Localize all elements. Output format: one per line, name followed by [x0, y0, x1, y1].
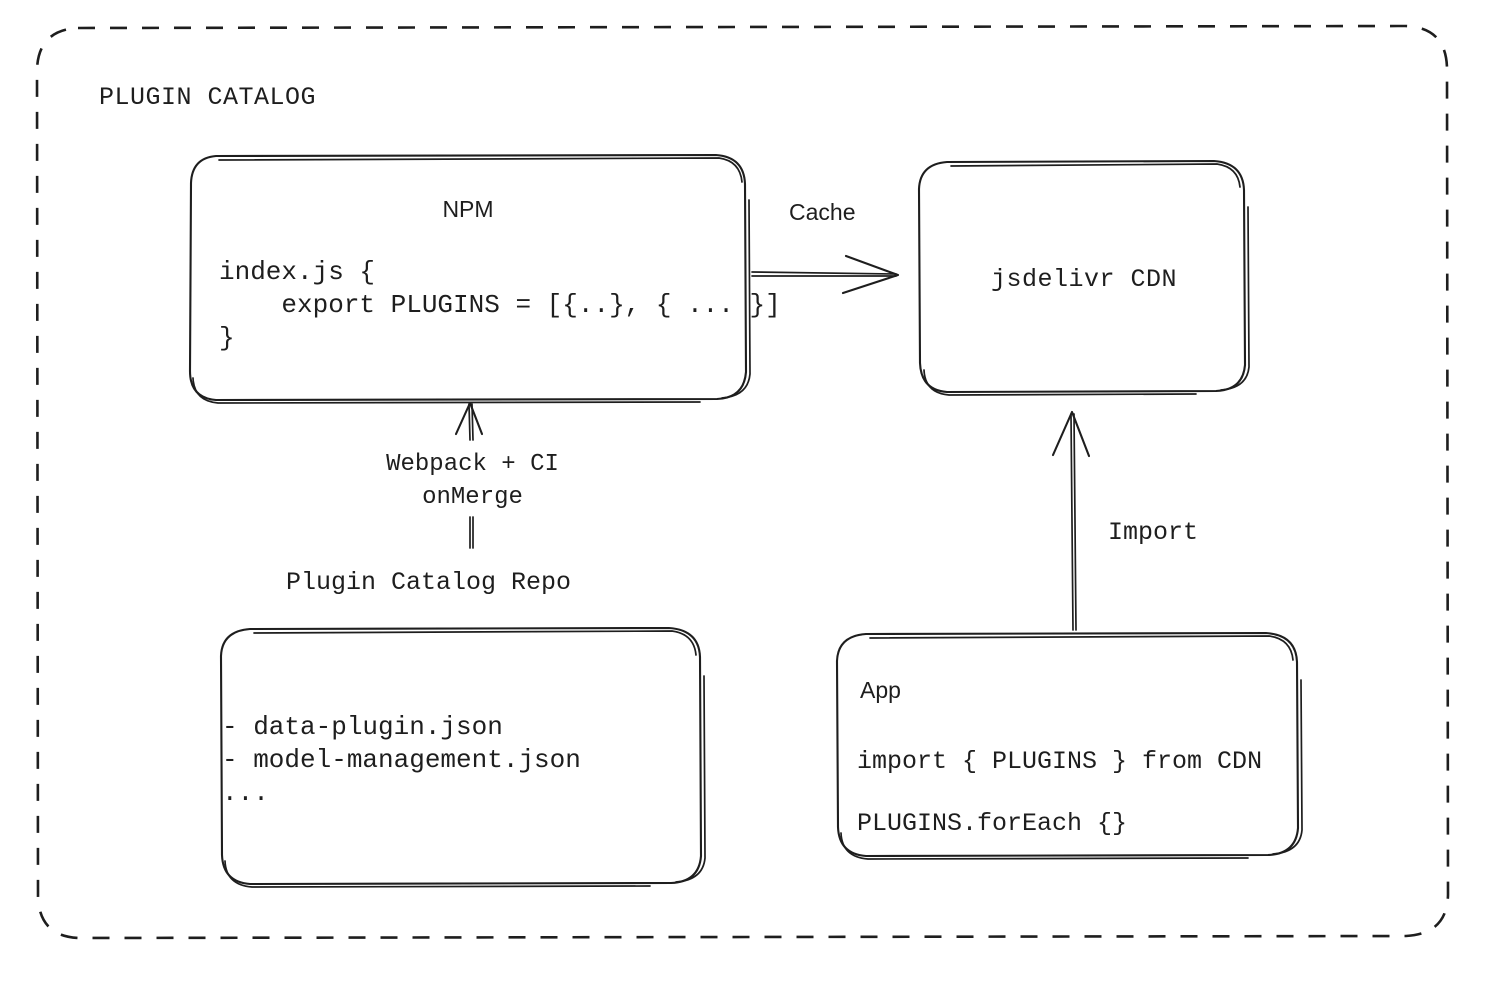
repo-item-2: - model-management.json — [222, 745, 581, 775]
app-node-title: App — [860, 677, 901, 703]
cdn-node-border — [917, 159, 1250, 396]
edge-label-webpack-ci: Webpack + CI — [386, 451, 559, 478]
npm-code-line-3: } — [219, 323, 235, 353]
app-node-border — [835, 631, 1303, 860]
page-title: PLUGIN CATALOG — [99, 83, 317, 112]
app-code-line-1: import { PLUGINS } from CDN — [857, 747, 1263, 776]
repo-node-border — [219, 626, 706, 888]
edge-repo-to-npm-arrow — [454, 401, 484, 549]
npm-node-title: NPM — [442, 196, 494, 222]
app-code-line-2: PLUGINS.forEach {} — [857, 809, 1128, 838]
plugin-catalog-container-border — [35, 24, 1450, 940]
repo-node-label: Plugin Catalog Repo — [286, 568, 572, 597]
cdn-node-title: jsdelivr CDN — [990, 265, 1178, 294]
repo-item-3: ... — [222, 778, 269, 808]
npm-code-line-2: export PLUGINS = [{..}, { ... }] — [219, 290, 781, 320]
edge-label-onmerge: onMerge — [422, 484, 523, 511]
npm-node-border — [188, 153, 751, 404]
edge-app-to-cdn-arrow — [1051, 410, 1091, 631]
edge-label-cache: Cache — [789, 199, 856, 225]
repo-item-1: - data-plugin.json — [222, 712, 503, 742]
npm-code-line-1: index.js { — [219, 257, 376, 287]
edge-npm-to-cdn-arrow — [751, 254, 900, 295]
edge-label-import: Import — [1108, 518, 1199, 547]
